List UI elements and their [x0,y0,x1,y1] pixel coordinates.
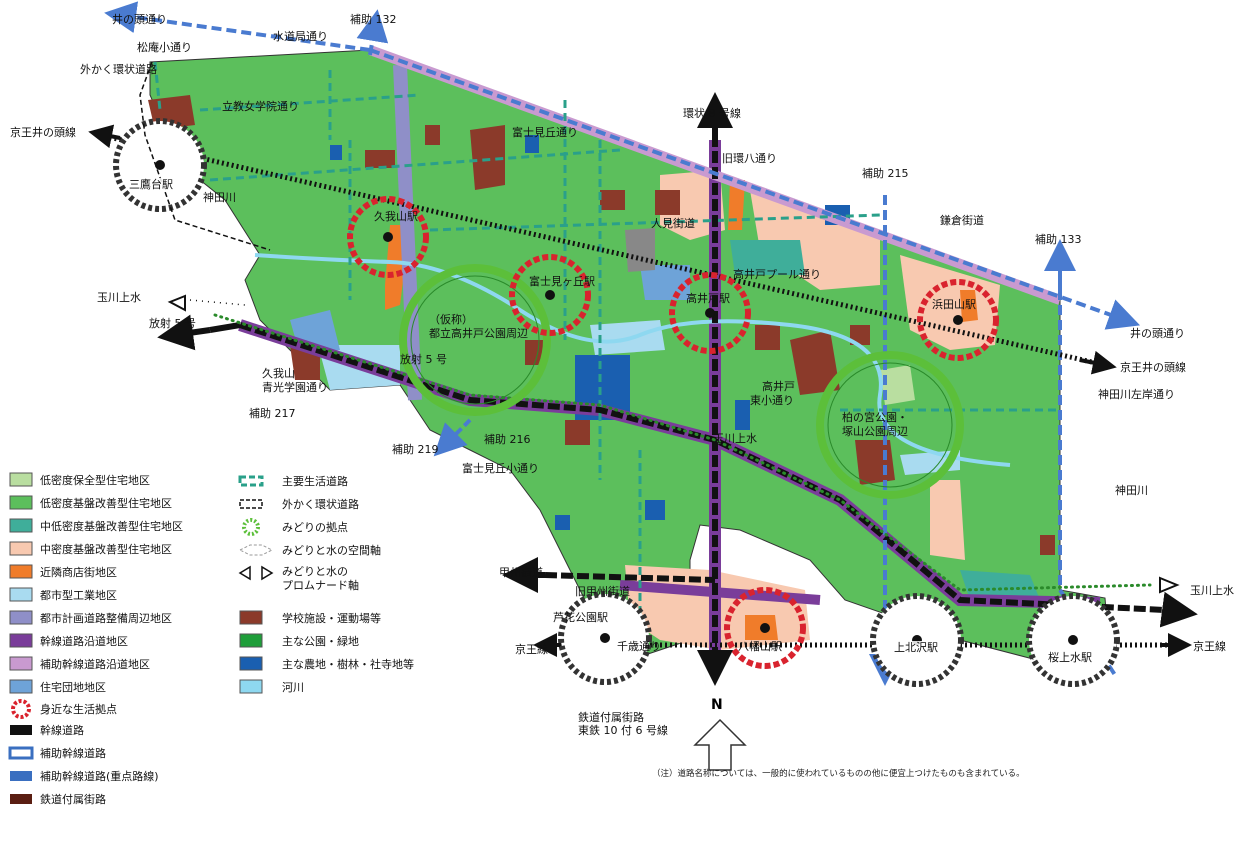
label-kamakura-kaido: 鎌倉街道 [940,214,984,227]
legend-item: 補助幹線道路 [40,747,106,760]
label-keio-line-east: 京王線 [1193,640,1226,653]
label-kugayama-seiko-2: 青光学園通り [262,381,328,394]
label-kugayama-seiko-1: 久我山 [262,367,295,380]
label-tamagawa-josui-east: 玉川上水 [1190,584,1234,597]
label-kyu-kanpachi: 旧環八通り [722,152,777,165]
label-miyanomae-1: 柏の宮公園・ [842,411,908,424]
label-shoan-sho-dori: 松庵小通り [137,41,192,54]
label-park-name-1: （仮称） [429,313,473,326]
legend-item: 都市計画道路整備周辺地区 [40,612,172,625]
north-label: N [711,697,723,713]
legend-item: みどりと水の [282,565,348,578]
label-kyu-koshu-kaido: 旧甲州街道 [575,585,630,598]
legend-item: 中低密度基盤改善型住宅地区 [40,520,183,533]
label-hoshya-5-2: 放射 5 号 [400,353,447,366]
label-tetsudo-fuzoku: 鉄道付属街路 [578,711,644,724]
label-sakurajosui-station: 桜上水駅 [1047,651,1093,664]
label-gaikaku-kanjo: 外かく環状道路 [80,63,157,76]
label-takaido-higashi-1: 高井戸 [762,380,795,393]
label-hojo-217: 補助 217 [249,407,296,420]
legend-item: 身近な生活拠点 [40,703,117,716]
legend-item: プロムナード軸 [282,579,359,592]
label-kanjo-8: 環状 8 号線 [683,107,741,120]
label-hojo-215: 補助 215 [862,167,909,180]
label-hojo-219: 補助 219 [392,443,439,456]
label-hojo-133: 補助 133 [1035,233,1082,246]
legend-item: 鉄道付属街路 [40,793,106,806]
label-kamikitazawa-station: 上北沢駅 [893,641,939,654]
label-roka-koen-station: 芦花公園駅 [553,611,608,624]
label-keio-line-west: 京王線 [515,643,548,656]
legend-item: 主な公園・緑地 [282,635,359,648]
label-fujimigaoka-dori: 富士見丘通り [512,126,578,139]
label-keio-inokashira-line-east: 京王井の頭線 [1120,361,1186,374]
label-inokashira-dori: 井の頭通り [112,13,167,26]
label-keio-inokashira-line: 京王井の頭線 [10,126,76,139]
label-tamagawa-josui-center: 玉川上水 [713,432,757,445]
legend-item: 都市型工業地区 [40,589,117,602]
label-hojo-132: 補助 132 [350,13,397,26]
label-kandagawa-east: 神田川 [1115,484,1148,497]
label-suidokyoku-dori: 水道局通り [273,30,328,43]
label-hamadayama-station: 浜田山駅 [932,298,976,311]
label-fujimigaoka-station: 富士見ヶ丘駅 [529,275,595,288]
label-inokashira-dori-east: 井の頭通り [1130,327,1185,340]
legend-item: 主要生活道路 [282,475,348,488]
legend-item: 主な農地・樹林・社寺地等 [282,658,414,671]
label-fujimigaoka-sho-dori: 富士見丘小通り [462,462,539,475]
label-toutetsu: 東鉄 10 付 6 号線 [578,724,668,737]
legend-item: 学校施設・運動場等 [282,612,381,625]
legend-item: みどりと水の空間軸 [282,544,381,557]
label-takaido-pool-dori: 高井戸プール通り [733,268,821,281]
label-hoshya-5: 放射 5 号 [149,317,196,330]
label-hachimanyama-station: 八幡山駅 [738,640,782,653]
legend-item: 住宅団地地区 [40,681,106,694]
label-kugayama-station: 久我山駅 [374,210,418,223]
legend-item: 低密度保全型住宅地区 [40,474,150,487]
label-koshu-kaido: 甲州街道 [499,566,543,579]
legend-item: 幹線道路 [40,724,84,737]
legend-swatches [8,472,274,804]
label-miyanomae-2: 塚山公園周辺 [842,425,908,438]
label-mitakadai-station: 三鷹台駅 [128,178,174,191]
label-chitose-dori: 千歳通り [617,640,661,653]
road-name-note: （注）道路名称については、一般的に使われているものの他に便宜上つけたものも含まれ… [652,769,1025,779]
label-rikkyo-dori: 立教女学院通り [222,100,299,113]
legend-item: 補助幹線道路(重点路線) [40,770,159,783]
label-tamagawa-josui-west: 玉川上水 [97,291,141,304]
legend-item: 中密度基盤改善型住宅地区 [40,543,172,556]
legend-item: 外かく環状道路 [282,498,359,511]
legend-item: 補助幹線道路沿道地区 [40,658,150,671]
legend-item: 近隣商店街地区 [40,566,117,579]
label-takaido-higashi-2: 東小通り [750,394,794,407]
legend-item: 幹線道路沿道地区 [40,635,128,648]
label-park-name-2: 都立高井戸公園周辺 [429,327,528,340]
legend-item: 河川 [282,681,304,694]
label-takaido-station: 高井戸駅 [686,292,730,305]
label-kandagawa-sagan: 神田川左岸通り [1098,388,1175,401]
legend-item: 低密度基盤改善型住宅地区 [40,497,172,510]
label-ninomiya-kaido: 人見街道 [651,217,695,230]
label-kandagawa-west: 神田川 [203,191,236,204]
label-hojo-216: 補助 216 [484,433,531,446]
legend-item: みどりの拠点 [282,521,348,534]
